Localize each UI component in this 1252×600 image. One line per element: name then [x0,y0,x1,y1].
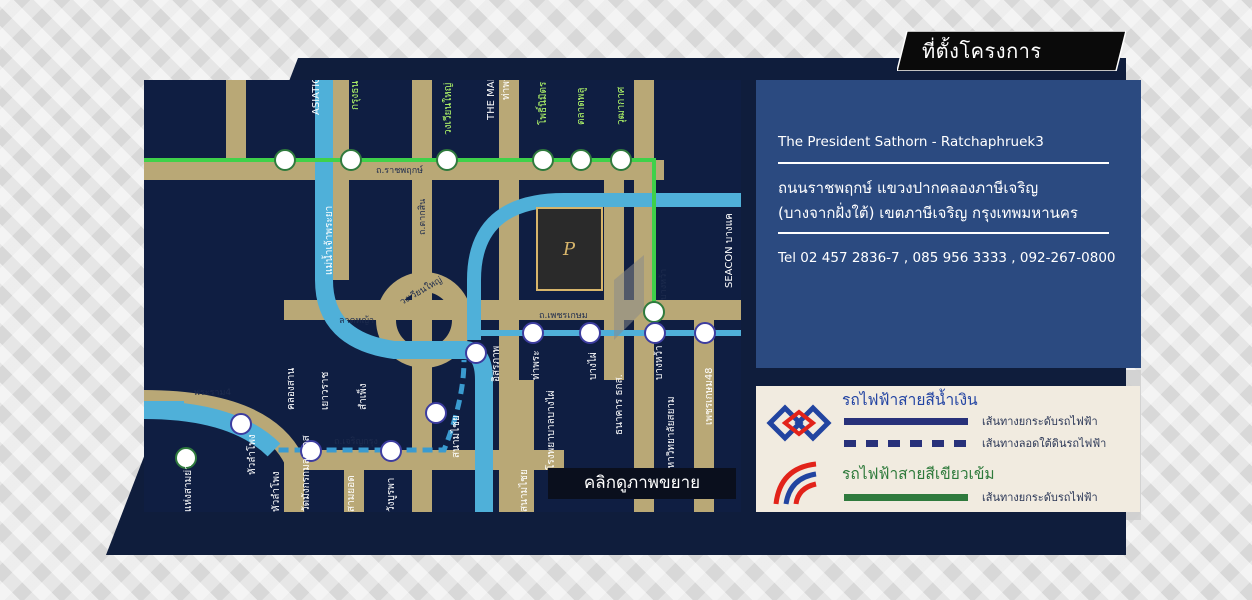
map-label: สนามไชย [518,469,530,512]
project-name: The President Sathorn - Ratchaphruek3 [778,134,1044,150]
station-icon [465,342,487,364]
station-icon [570,149,592,171]
map-label: ถ.เจริญกรุง [334,436,378,447]
station-icon [175,447,197,469]
map-label: แห่งสามย่าน [183,457,194,512]
station-icon [579,322,601,344]
train-legend: รถไฟฟ้าสายสีน้ำเงิน เส้นทางยกระดับรถไฟฟ้… [756,386,1140,512]
map-label: ธนาคาร ธกส. [614,374,625,435]
zoom-map-button[interactable]: คลิกดูภาพขยาย [548,468,736,499]
station-icon [425,402,447,424]
map-label: THE MALL [486,80,497,121]
title-tab-shape [897,31,1126,71]
map-label: ASIATIQUE [311,80,322,115]
map-label: แม่น้ำเจ้าพระยา [321,206,335,275]
address-line-1: ถนนราชพฤกษ์ แขวงปากคลองภาษีเจริญ [778,179,1039,197]
legend-blue-solid-line [844,418,968,425]
map-label: บางไผ่ [587,352,599,380]
telephone-numbers: Tel 02 457 2836-7 , 085 956 3333 , 092-2… [778,250,1116,266]
section-title: ที่ตั้งโครงการ [922,39,1042,63]
map-label: เพชรเกษม48 [704,367,715,425]
legend-blue-underground: เส้นทางลอดใต้ดินรถไฟฟ้า [982,437,1107,450]
station-icon [230,413,252,435]
map-drawing: P ASIATIQUE กรุงธน วงเวียนใ [144,80,741,512]
map-label: สามยอด [346,475,357,512]
map-label: ถ.ตากสิน [417,199,428,235]
map-label: ถ.ราชพฤกษ์ [376,164,423,176]
legend-blue-title: รถไฟฟ้าสายสีน้ำเงิน [842,391,978,409]
map-label: ตลาดพลู [576,88,587,125]
legend-blue-dashed-line [844,440,968,447]
legend-green-title: รถไฟฟ้าสายสีเขียวเข้ม [842,465,995,483]
project-info-box [756,80,1141,368]
station-icon [380,440,402,462]
map-label: หัวลำโพง [269,471,282,512]
legend-blue-elevated: เส้นทางยกระดับรถไฟฟ้า [982,415,1098,428]
station-icon [274,149,296,171]
bts-green-line-icon [773,461,817,505]
green-line-stations [175,149,665,469]
map-label: หัวลำโพง [245,434,258,475]
map-label: ถ.เพชรเกษม [539,311,588,321]
map-label: ลาดหญ้า [339,315,374,326]
map-label: วัดมังกรกมลาวาส [301,435,312,512]
map-label: ท่าพระ [501,80,512,100]
map-label: บางหว้า [658,269,669,300]
map-label: กรุงธน [350,81,361,110]
station-icon [300,440,322,462]
map-label: มหาวิทยาลัยสยาม [666,396,677,475]
station-icon [340,149,362,171]
chao-phraya-river [315,80,493,512]
map-overlay-arrow [614,255,644,340]
map-label: โรงพยาบาลบางไผ่ [544,390,557,470]
station-icon [522,322,544,344]
divider [778,232,1109,234]
blue-line-upper [467,193,741,281]
address-line-2: (บางจากฝั่งใต้) เขตภาษีเจริญ กรุงเทพมหาน… [778,204,1078,222]
blue-line-stations [230,322,716,462]
map-label: อิสรภาพ [491,346,502,382]
green-line [144,158,656,310]
map-label: คลองสาน [286,368,297,410]
station-icon [610,149,632,171]
station-icon [436,149,458,171]
map-label: วุฒากาศ [616,86,627,125]
map-label: พระราม4 [194,388,231,398]
map-label: โพธิ์นิมิตร [535,81,549,125]
legend-green-solid-line [844,494,968,501]
project-marker [536,207,603,291]
station-icon [643,301,665,323]
location-map[interactable]: P ASIATIQUE กรุงธน วงเวียนใ [144,80,741,512]
map-label: วังบูรพา [386,478,397,512]
map-label: สำเพ็ง [355,383,369,410]
divider [778,162,1109,164]
mrt-blue-line-icon [766,404,832,442]
station-icon [532,149,554,171]
legend-green-elevated: เส้นทางยกระดับรถไฟฟ้า [982,491,1098,504]
map-label: ท่าพระ [531,350,542,380]
map-label: วงเวียนใหญ่ [442,83,454,135]
project-logo: P [562,239,576,260]
station-icon [694,322,716,344]
map-label: SEACON บางแค [724,213,735,288]
map-label: สนามไชย [450,415,462,458]
station-icon [644,322,666,344]
map-label: เยาวราช [320,372,331,410]
map-label: บางหว้า [653,345,665,380]
